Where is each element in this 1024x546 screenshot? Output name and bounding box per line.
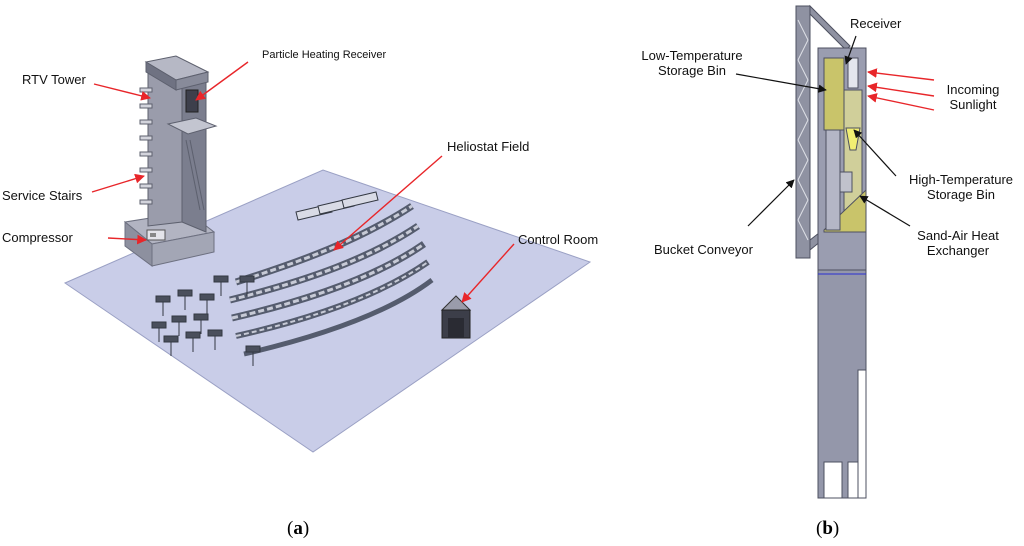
label-service-stairs: Service Stairs [2,188,83,203]
panel-a-rtv-site: Particle Heating Receiver RTV Tower Serv… [2,49,599,539]
caption-a: (a) [287,518,310,539]
label-rtv-tower: RTV Tower [22,72,86,87]
label-receiver: Receiver [850,16,902,31]
sunlight-rays [867,68,935,111]
rtv-tower-shape [139,55,218,233]
label-particle-heating-receiver: Particle Heating Receiver [262,49,387,61]
label-heliostat-field: Heliostat Field [447,139,530,154]
label-control-room: Control Room [518,232,599,247]
heliostat-array [151,191,434,366]
leader-arrows [735,35,911,227]
tower-body [817,47,867,499]
caption-b: (b) [816,518,840,539]
compressor-unit [146,229,166,241]
storage-internals [823,57,867,233]
callout-arrows [91,61,515,303]
control-room-building [440,295,472,339]
label-bucket-conveyor: Bucket Conveyor [654,242,753,257]
site-illustration [63,55,592,453]
label-compressor: Compressor [2,230,73,245]
cross-section-illustration [735,4,935,499]
